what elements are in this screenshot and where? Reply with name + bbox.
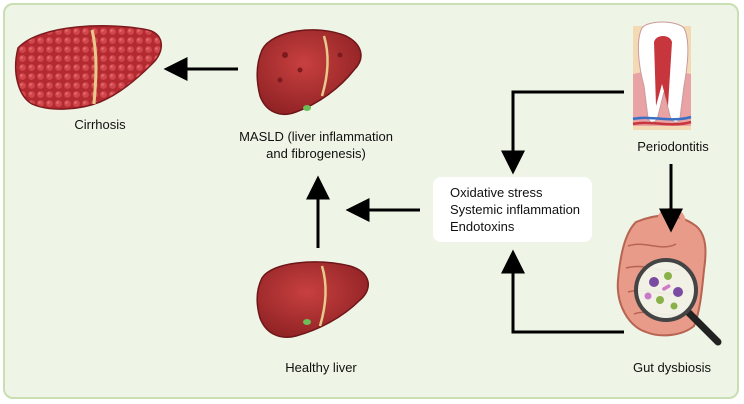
masld-label-line2: and fibrogenesis) [266,146,366,161]
cirrhosis-label: Cirrhosis [74,117,126,132]
arrows [163,57,683,334]
healthy-liver-icon [256,261,370,338]
magnifier-icon [634,258,722,346]
mediator-endotoxins: Endotoxins [450,219,515,234]
periodontitis-label: Periodontitis [637,139,709,154]
arrow-gut-to-mediators [501,249,624,334]
masld-label: MASLD (liver inflammation and fibrogenes… [216,128,416,162]
cirrhotic-liver-icon [14,25,162,110]
arrow-periodontitis-to-mediators [501,90,624,175]
mediators-box: Oxidative stress Systemic inflammation E… [433,177,592,242]
tooth-icon [632,21,692,130]
masld-label-line1: MASLD (liver inflammation [239,129,393,144]
healthy-liver-label: Healthy liver [285,360,357,375]
mediator-systemic-inflammation: Systemic inflammation [450,202,581,217]
gut-dysbiosis-label: Gut dysbiosis [632,360,712,375]
mediator-oxidative-stress: Oxidative stress [450,185,543,200]
inflamed-liver-icon [256,29,362,116]
